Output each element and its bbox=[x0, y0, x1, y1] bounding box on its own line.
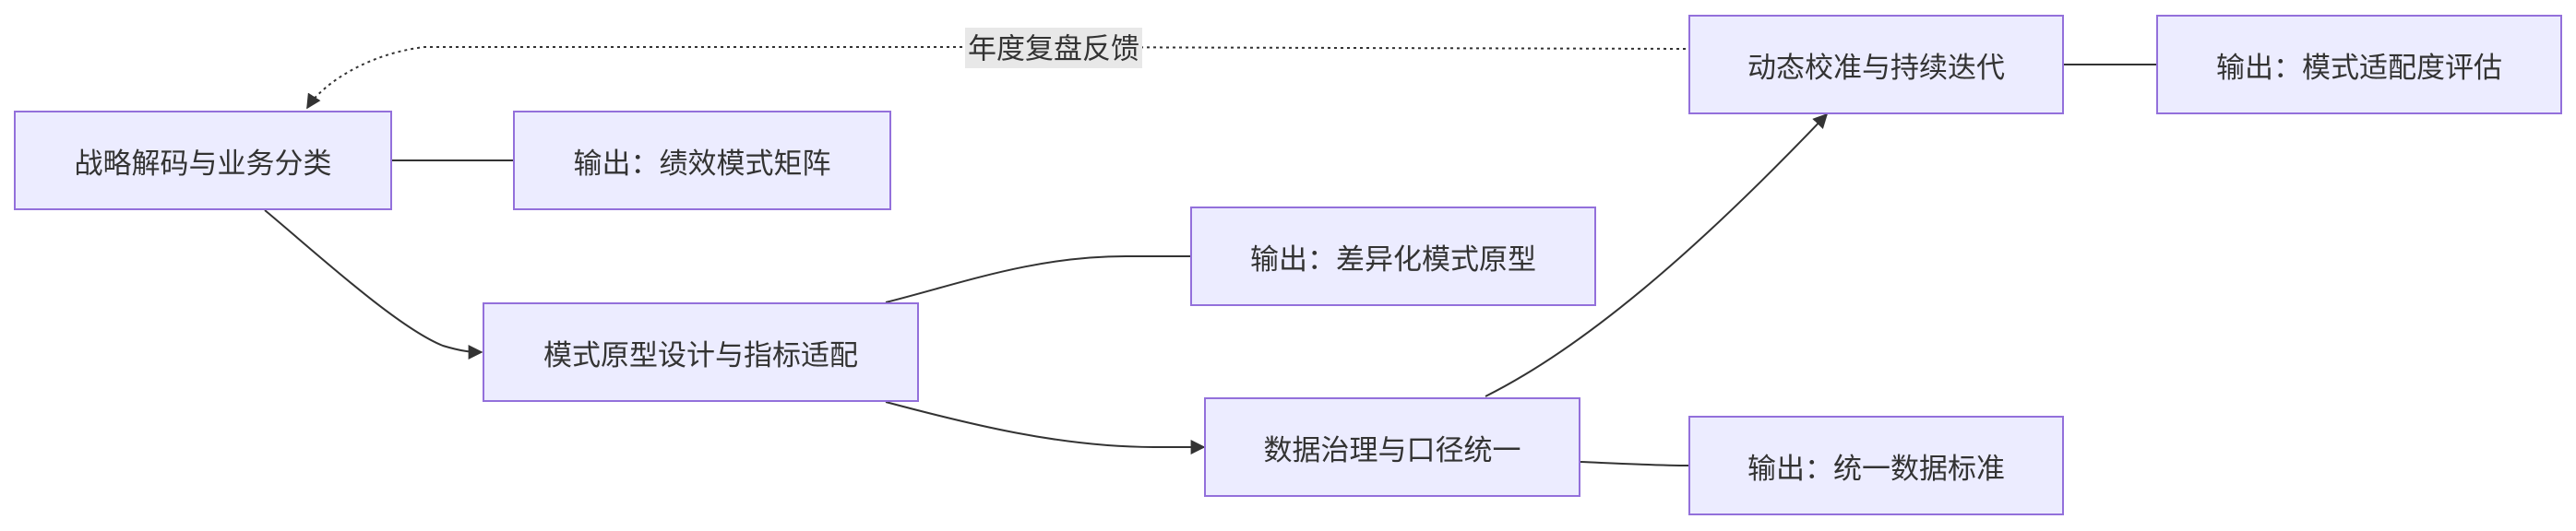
edge-strategy-to-prototype bbox=[264, 209, 483, 360]
node-output-standard: 输出：统一数据标准 bbox=[1688, 416, 2064, 515]
edge-feedback-loop bbox=[306, 46, 1687, 110]
feedback-label: 年度复盘反馈 bbox=[968, 32, 1139, 66]
node-dynamic-calibration: 动态校准与持续迭代 bbox=[1688, 15, 2064, 114]
node-output-matrix: 输出：绩效模式矩阵 bbox=[513, 111, 891, 210]
feedback-label-background bbox=[965, 28, 1142, 68]
node-strategy-decode: 战略解码与业务分类 bbox=[14, 111, 392, 210]
node-prototype-design: 模式原型设计与指标适配 bbox=[483, 302, 919, 402]
edge-governance-to-calibration bbox=[1485, 112, 1829, 397]
node-output-evaluation: 输出：模式适配度评估 bbox=[2156, 15, 2562, 114]
node-output-prototype: 输出：差异化模式原型 bbox=[1190, 206, 1596, 306]
edge-prototype-to-output bbox=[885, 255, 1190, 303]
node-data-governance: 数据治理与口径统一 bbox=[1204, 397, 1580, 497]
edge-governance-to-standard bbox=[1580, 461, 1689, 466]
edge-prototype-to-governance bbox=[885, 401, 1206, 454]
